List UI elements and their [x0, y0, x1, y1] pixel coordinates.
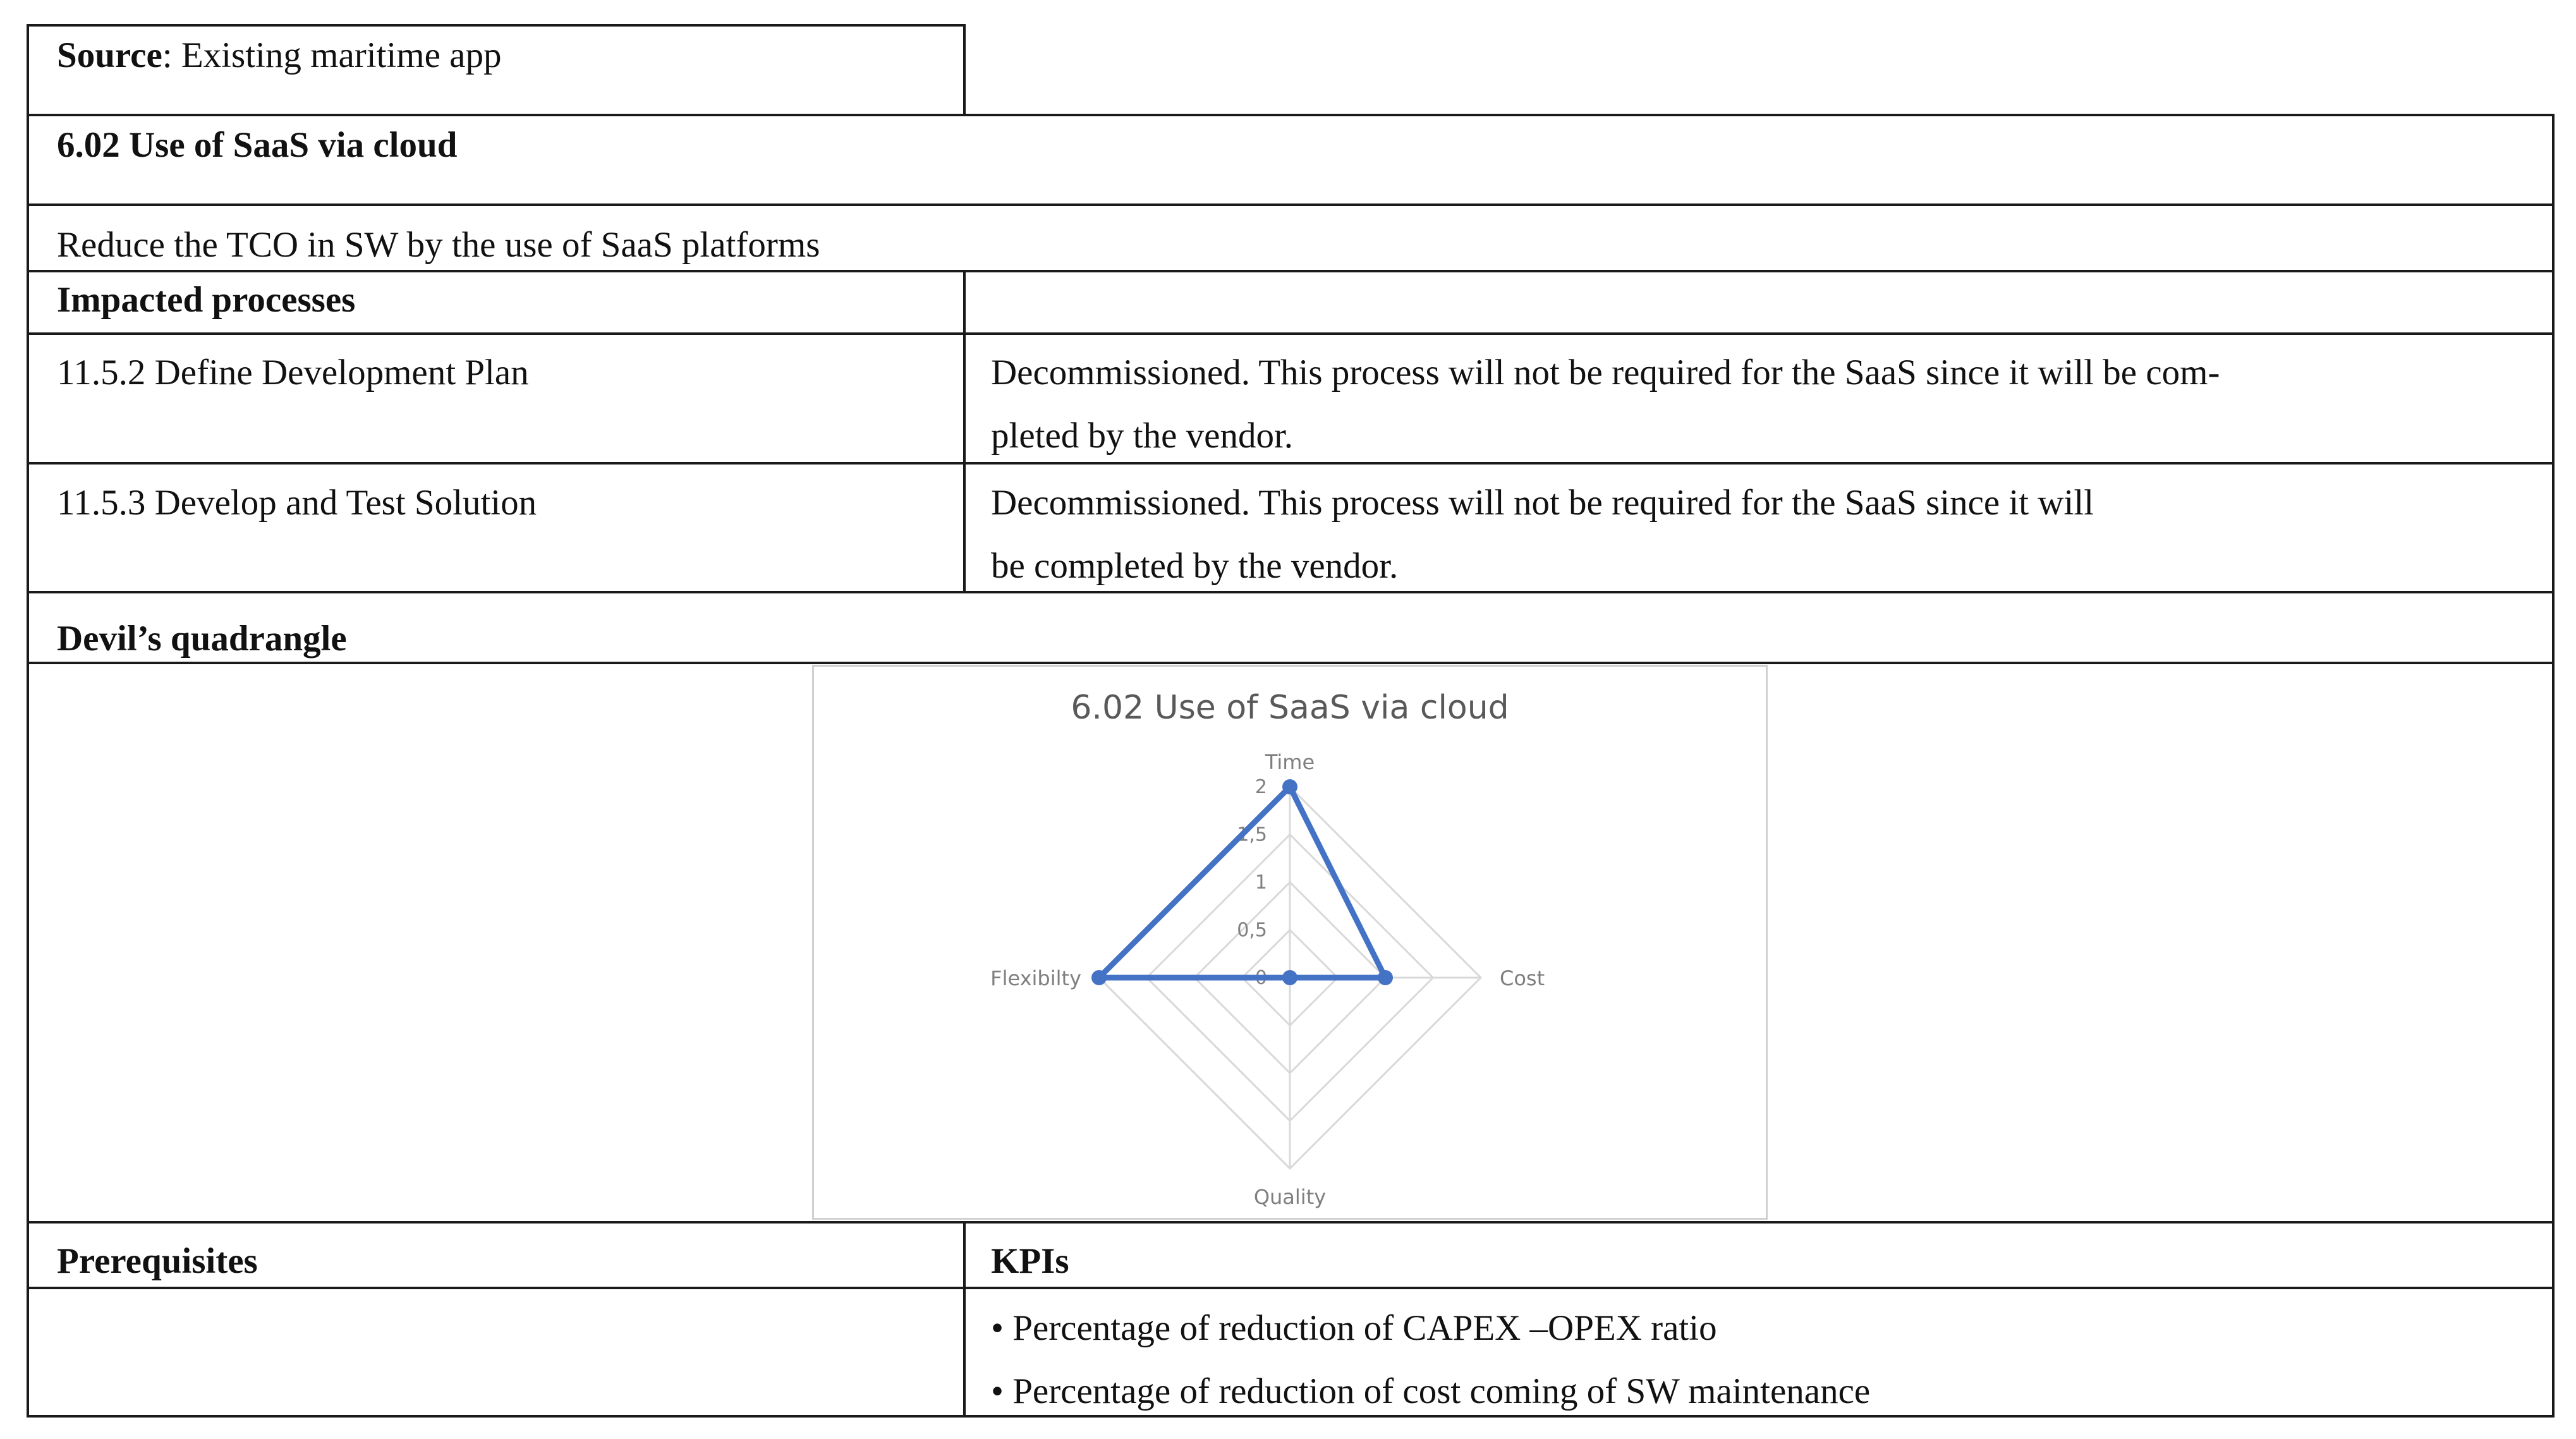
measure-description: Reduce the TCO in SW by the use of SaaS … — [57, 225, 820, 265]
source-label: Source — [57, 35, 162, 75]
source-value: : Existing maritime app — [162, 35, 502, 75]
process-name-2: 11.5.3 Develop and Test Solution — [57, 483, 537, 523]
radar-chart-svg: 6.02 Use of SaaS via cloud 00,511,52 Tim… — [990, 689, 1545, 1209]
rule-below-row-2 — [27, 591, 2555, 593]
rule-below-kpi-heading — [27, 1287, 2555, 1289]
axis-label: Time — [1265, 750, 1315, 774]
data-point — [1282, 779, 1297, 794]
chart-title: 6.02 Use of SaaS via cloud — [1071, 689, 1509, 727]
rule-top-source — [27, 24, 966, 27]
devils-quadrangle-heading: Devil’s quadrangle — [57, 619, 347, 659]
radar-series — [1091, 779, 1393, 985]
rule-source-right — [963, 24, 966, 116]
axis-label: Flexibilty — [990, 966, 1081, 990]
rule-bottom — [27, 1415, 2555, 1418]
tick-label: 2 — [1255, 776, 1267, 798]
process-effect-1-line-1: Decommissioned. This process will not be… — [991, 353, 2220, 392]
rule-below-chart — [27, 1221, 2555, 1223]
source-line: Source: Existing maritime app — [57, 24, 501, 87]
kpis-heading: KPIs — [991, 1241, 1069, 1281]
rule-middle-kpis — [963, 1221, 966, 1418]
measure-title: 6.02 Use of SaaS via cloud — [57, 125, 458, 165]
rule-below-description — [27, 270, 2555, 272]
data-point — [1282, 970, 1297, 985]
rule-below-row-1 — [27, 462, 2555, 464]
data-point — [1091, 970, 1107, 985]
data-point — [1378, 970, 1393, 985]
rule-below-title — [27, 203, 2555, 206]
process-name-1: 11.5.2 Define Development Plan — [57, 353, 529, 392]
axis-label: Cost — [1500, 966, 1545, 990]
kpi-item-2: • Percentage of reduction of cost coming… — [991, 1371, 1871, 1411]
rule-left — [27, 24, 29, 1418]
kpi-item-1: • Percentage of reduction of CAPEX –OPEX… — [991, 1308, 1717, 1348]
rule-right — [2552, 114, 2555, 1418]
prerequisites-heading: Prerequisites — [57, 1241, 258, 1281]
process-effect-2-line-2: be completed by the vendor. — [991, 546, 1399, 586]
rule-below-source — [27, 114, 2555, 116]
rule-below-devil-heading — [27, 662, 2555, 664]
rule-middle-processes — [963, 270, 966, 593]
process-effect-2-line-1: Decommissioned. This process will not be… — [991, 483, 2094, 523]
impacted-processes-heading: Impacted processes — [57, 280, 356, 320]
rule-below-impacted-heading — [27, 332, 2555, 335]
axis-label: Quality — [1254, 1185, 1326, 1209]
tick-label: 1 — [1255, 871, 1267, 894]
tick-label: 0,5 — [1237, 920, 1267, 942]
process-effect-1-line-2: pleted by the vendor. — [991, 416, 1294, 456]
